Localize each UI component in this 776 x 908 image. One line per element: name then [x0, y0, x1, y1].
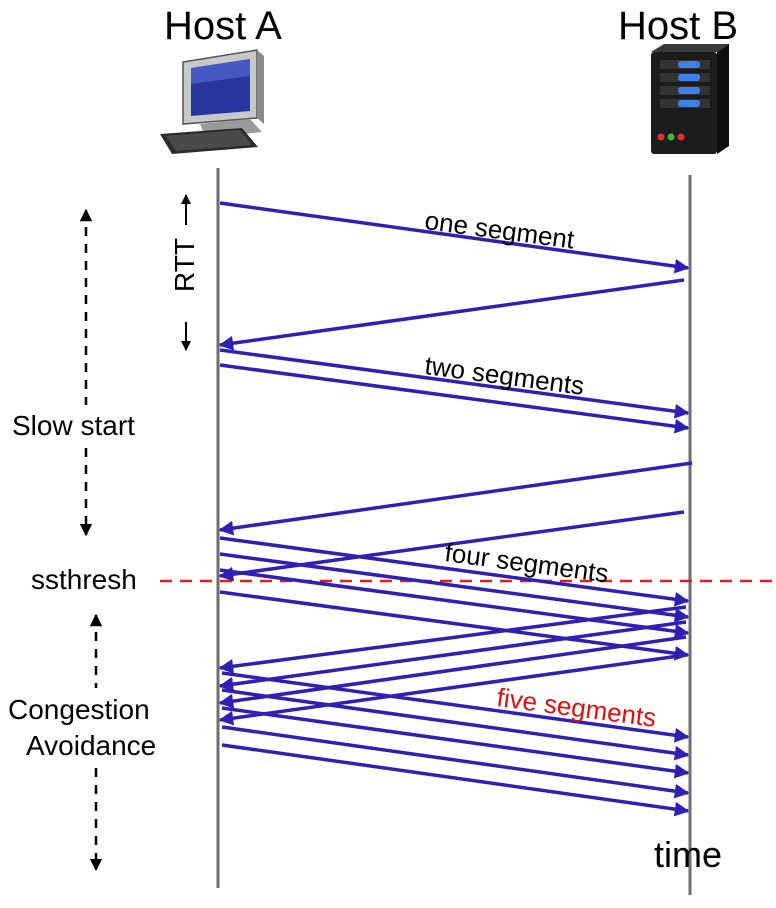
host-a-title: Host A	[164, 4, 282, 48]
segment-arrow	[219, 536, 690, 607]
ack-arrow	[218, 461, 693, 536]
segment-arrow	[221, 688, 690, 761]
segment-arrow	[219, 552, 690, 623]
avoidance-label: Avoidance	[26, 730, 157, 761]
server-tower-icon	[651, 44, 729, 154]
ack-arrow	[218, 605, 687, 674]
rtt-label: RTT	[169, 238, 200, 292]
segment-arrow	[221, 725, 690, 799]
segment-arrow	[219, 201, 690, 274]
segment-arrow	[221, 671, 690, 743]
time-label: time	[654, 834, 723, 875]
desktop-computer-icon	[160, 49, 264, 154]
congestion-label: Congestion	[8, 694, 150, 725]
ack-arrow	[218, 620, 687, 692]
segment-arrow	[219, 568, 690, 639]
ack-arrow	[218, 635, 687, 709]
segment-arrow	[221, 706, 690, 779]
segment-arrow	[221, 743, 690, 817]
slow-start-label: Slow start	[12, 410, 135, 441]
segment-arrow	[219, 590, 690, 661]
host-b-title: Host B	[618, 4, 739, 48]
ssthresh-label: ssthresh	[31, 564, 137, 595]
segment-arrow	[219, 348, 690, 419]
ack-arrow	[218, 278, 685, 351]
segment-arrow	[219, 363, 690, 434]
ack-arrow	[218, 653, 687, 726]
